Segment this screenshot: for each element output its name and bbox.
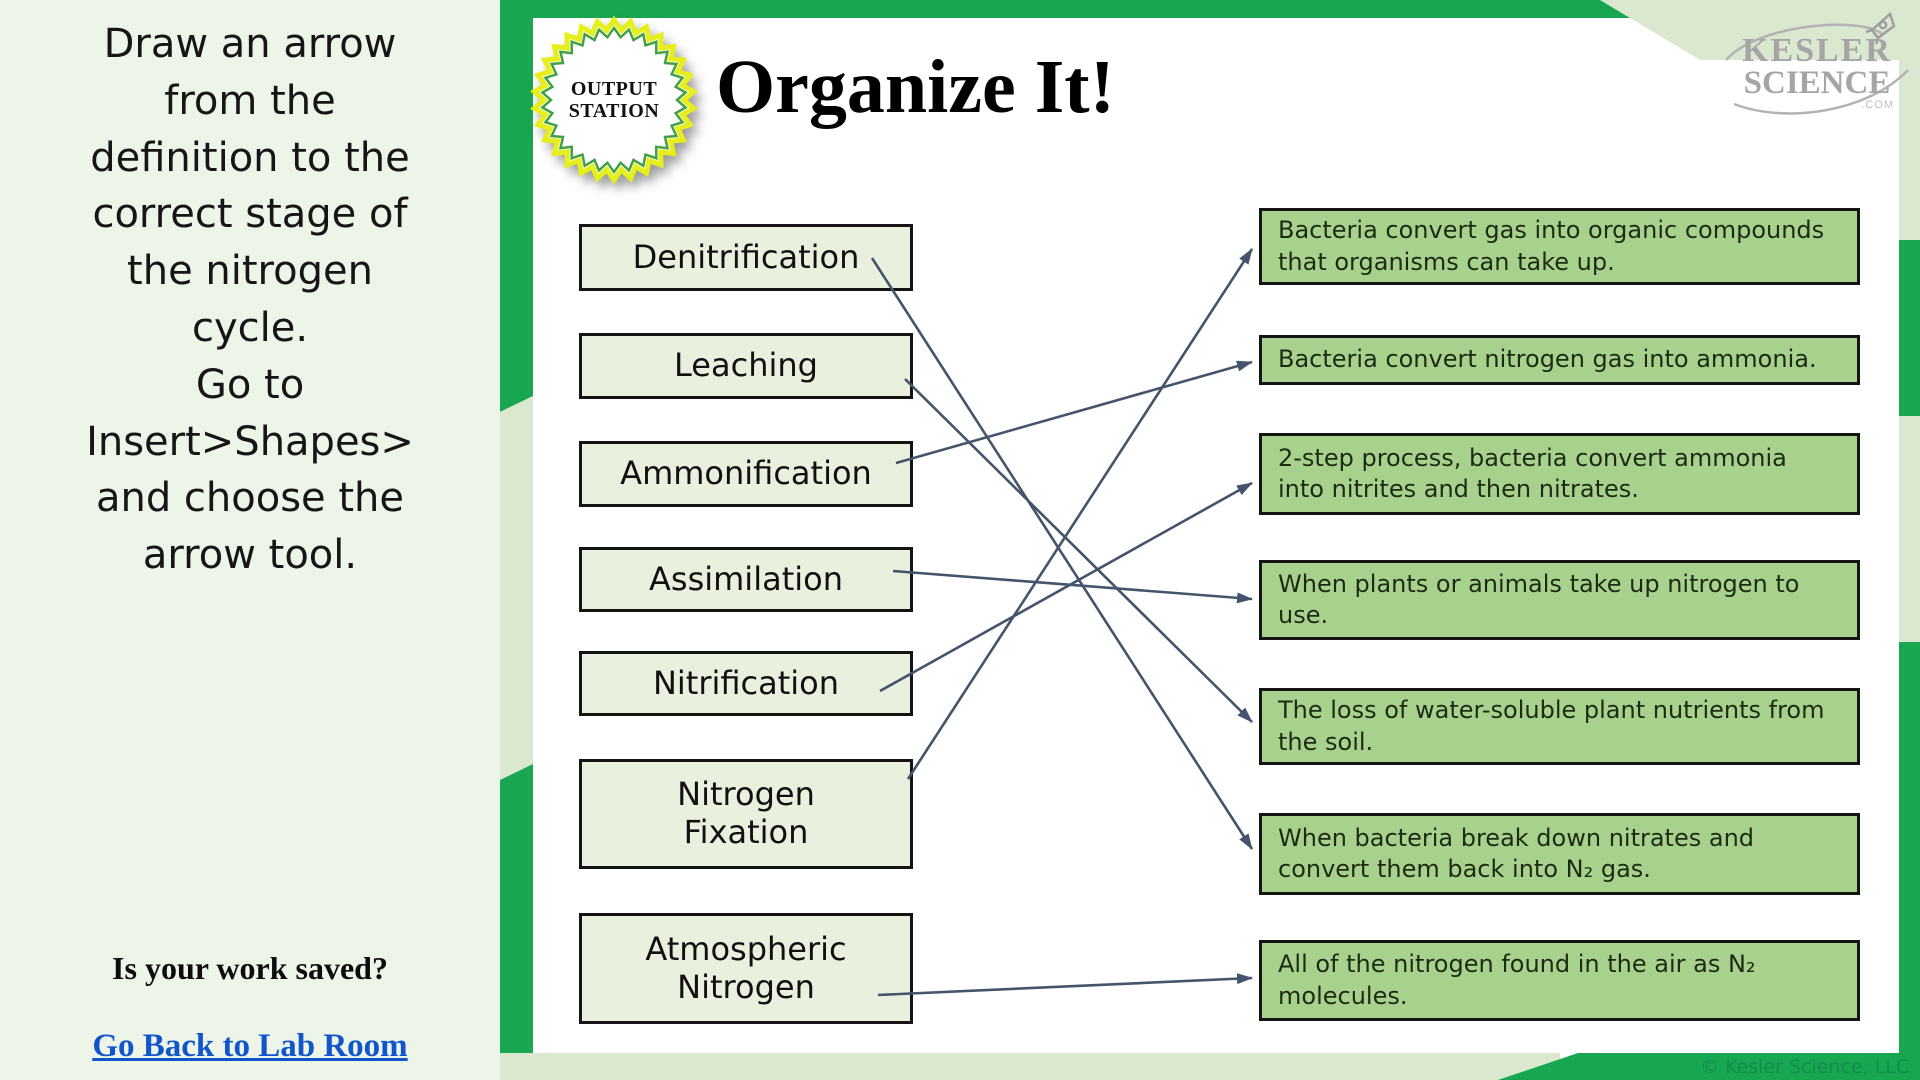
saved-question-text: Is your work saved? xyxy=(112,950,388,986)
kesler-science-logo: KESLER SCIENCE .COM xyxy=(1738,32,1896,111)
drawn-arrow-nitrogen-fixation[interactable] xyxy=(906,248,1254,780)
term-label: Denitrification xyxy=(632,237,860,276)
definition-box-plants-animals-take-up[interactable]: When plants or animals take up nitrogen … xyxy=(1259,560,1860,640)
term-box-nitrogen-fixation[interactable]: Nitrogen Fixation xyxy=(579,759,913,869)
definition-text: Bacteria convert gas into organic compou… xyxy=(1278,216,1825,276)
definition-text: When bacteria break down nitrates and co… xyxy=(1278,823,1755,883)
definition-text: The loss of water-soluble plant nutrient… xyxy=(1278,696,1825,756)
divider-ribbon-top xyxy=(500,0,533,412)
copyright-text: © Kesler Science, LLC xyxy=(1700,1056,1910,1078)
term-label: Leaching xyxy=(674,346,818,385)
definition-box-break-down-nitrates[interactable]: When bacteria break down nitrates and co… xyxy=(1259,813,1860,895)
drawn-arrow-denitrification[interactable] xyxy=(870,257,1254,850)
term-label: Nitrification xyxy=(652,663,840,702)
divider-ribbon-middle xyxy=(500,396,533,780)
term-box-nitrification[interactable]: Nitrification xyxy=(579,651,913,716)
term-label: Atmospheric Nitrogen xyxy=(645,929,847,1006)
term-box-denitrification[interactable]: Denitrification xyxy=(579,224,913,291)
logo-word-science: SCIENCE xyxy=(1743,65,1891,102)
term-box-ammonification[interactable]: Ammonification xyxy=(579,441,913,507)
drawn-arrow-atmospheric-nitrogen[interactable] xyxy=(877,973,1253,997)
logo-tld: .COM xyxy=(1861,98,1894,111)
bottom-frame-bar-light xyxy=(500,1053,1560,1080)
right-frame-segment xyxy=(1899,240,1920,416)
definition-text: When plants or animals take up nitrogen … xyxy=(1278,569,1800,629)
right-frame-segment xyxy=(1899,0,1920,240)
back-link-wrap: Go Back to Lab Room xyxy=(0,1028,500,1065)
definition-text: Bacteria convert nitrogen gas into ammon… xyxy=(1278,345,1817,374)
right-frame-segment xyxy=(1899,642,1920,1080)
definition-text: All of the nitrogen found in the air as … xyxy=(1278,950,1756,1010)
instruction-sidebar: Draw an arrow from the definition to the… xyxy=(0,0,500,1080)
output-station-badge-label: OUTPUT STATION xyxy=(568,77,660,122)
definition-box-loss-of-nutrients[interactable]: The loss of water-soluble plant nutrient… xyxy=(1259,688,1860,765)
term-box-assimilation[interactable]: Assimilation xyxy=(579,547,913,612)
term-box-leaching[interactable]: Leaching xyxy=(579,333,913,399)
instruction-text: Draw an arrow from the definition to the… xyxy=(86,21,414,579)
definition-box-gas-into-ammonia[interactable]: Bacteria convert nitrogen gas into ammon… xyxy=(1259,335,1860,385)
page-title: Organize It! xyxy=(716,45,1115,129)
definition-box-organic-compounds[interactable]: Bacteria convert gas into organic compou… xyxy=(1259,208,1860,285)
term-box-atmospheric-nitrogen[interactable]: Atmospheric Nitrogen xyxy=(579,913,913,1024)
bottom-frame-bar-dark xyxy=(1498,1053,1920,1080)
drawn-arrow-leaching[interactable] xyxy=(904,378,1253,723)
output-station-badge-icon xyxy=(530,15,698,185)
definition-text: 2-step process, bacteria convert ammonia… xyxy=(1278,443,1787,503)
logo-word-kesler: KESLER xyxy=(1742,32,1892,69)
drawn-arrow-ammonification[interactable] xyxy=(895,360,1253,465)
divider-ribbon-bottom xyxy=(500,764,533,1080)
top-frame-bar xyxy=(500,0,1660,18)
term-label: Nitrogen Fixation xyxy=(677,775,815,851)
definition-box-two-step-process[interactable]: 2-step process, bacteria convert ammonia… xyxy=(1259,433,1860,515)
go-back-to-lab-room-link[interactable]: Go Back to Lab Room xyxy=(92,1028,408,1064)
term-label: Ammonification xyxy=(620,454,872,493)
definition-box-nitrogen-in-air[interactable]: All of the nitrogen found in the air as … xyxy=(1259,940,1860,1021)
right-frame-segment xyxy=(1899,416,1920,642)
drawn-arrow-assimilation[interactable] xyxy=(892,569,1253,604)
drawn-arrow-nitrification[interactable] xyxy=(879,481,1253,693)
term-label: Assimilation xyxy=(649,559,843,598)
